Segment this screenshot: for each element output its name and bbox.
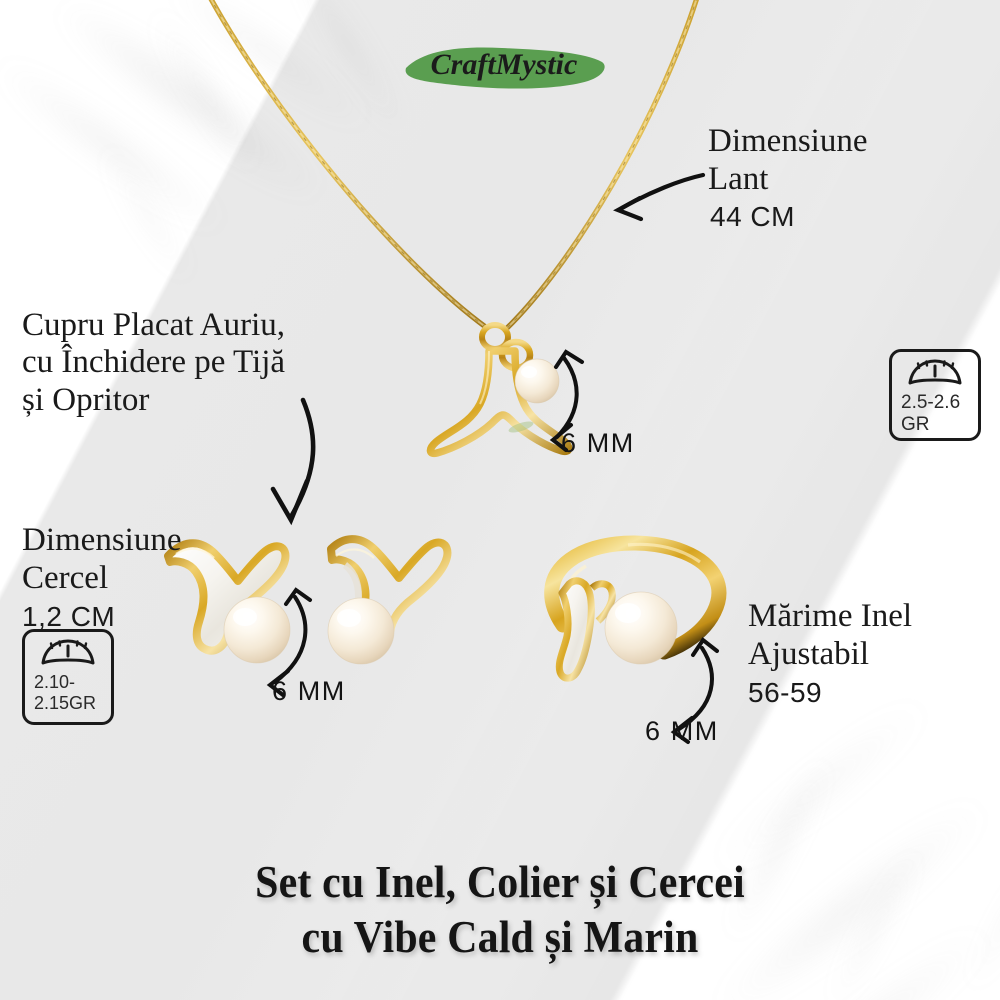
material-annotation: Cupru Placat Auriu, cu Închidere pe Tijă… [22, 307, 286, 418]
pendant-pearl-size-label: 6 MM [561, 428, 635, 458]
earring-pearl-size-label: 6 MM [272, 676, 346, 706]
chain-size-label: Dimensiune Lant [708, 123, 868, 197]
logo-text: CraftMystic [431, 48, 578, 81]
scale-icon [41, 639, 95, 665]
ring-pearl-size-label: 6 MM [645, 716, 719, 746]
ring-size-value: 56-59 [748, 676, 823, 708]
chain-size-value: 44 CM [710, 200, 795, 232]
logo-brush-icon [405, 47, 605, 89]
earring-size-value: 1,2 CM [22, 600, 116, 632]
chain-size-annotation: Dimensiune Lant 44 CM [708, 86, 867, 270]
product-title: Set cu Inel, Colier și Cercei cu Vibe Ca… [255, 857, 745, 962]
brand-logo: CraftMystic [398, 38, 610, 94]
necklace-weight-value: 2.5-2.6 GR [901, 392, 961, 436]
scale-icon [908, 359, 962, 385]
earring-size-label: Dimensiune Cercel [22, 522, 182, 596]
earring-weight-badge: 2.10- 2.15GR [22, 629, 114, 725]
earring-weight-value: 2.10- 2.15GR [34, 672, 97, 713]
earring-size-annotation: Dimensiune Cercel 1,2 CM [22, 485, 181, 670]
ring-size-label: Mărime Inel Ajustabil [748, 598, 913, 672]
necklace-weight-badge: 2.5-2.6 GR [889, 349, 981, 441]
ring-size-annotation: Mărime Inel Ajustabil 56-59 [748, 561, 912, 746]
